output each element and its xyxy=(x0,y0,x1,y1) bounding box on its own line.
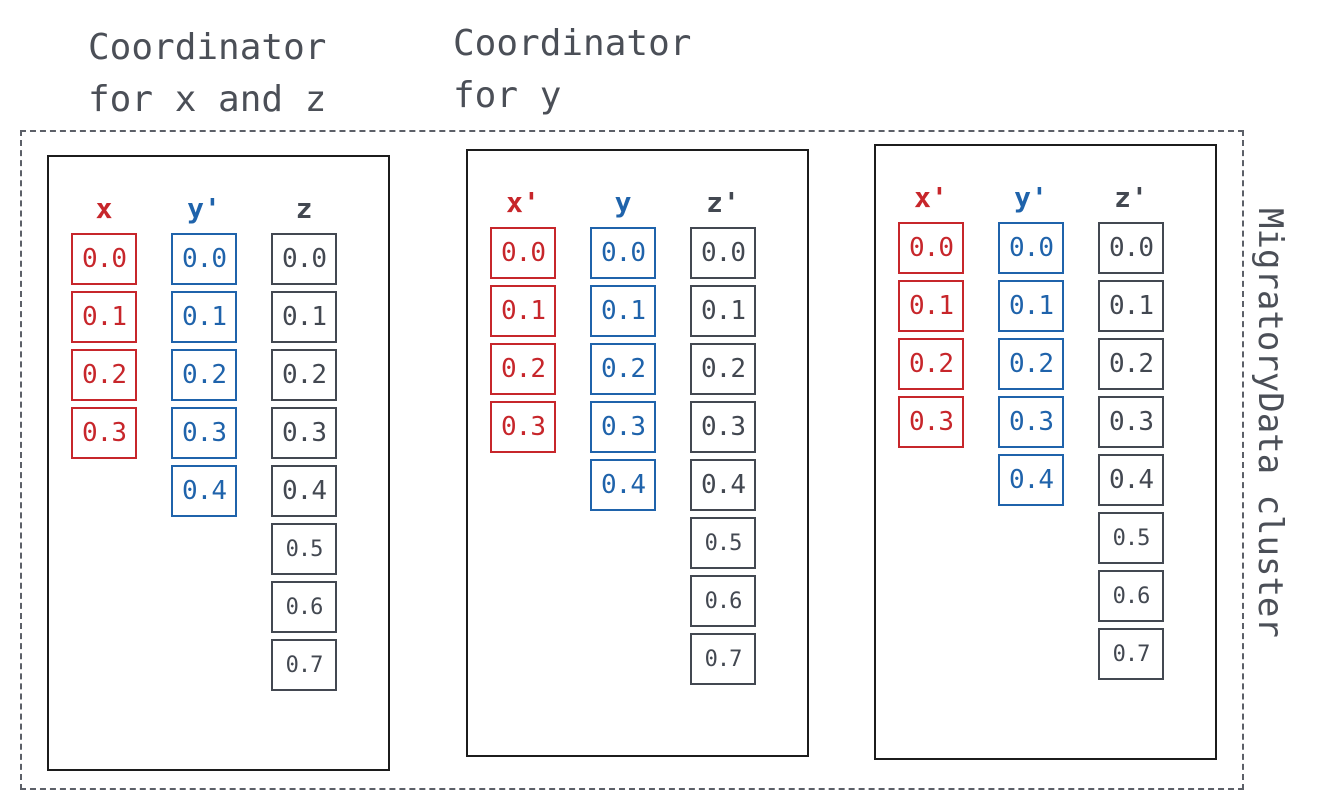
partition-cell: 0.2 xyxy=(1098,338,1164,390)
partition-cell: 0.1 xyxy=(898,280,964,332)
partition-cell: 0.4 xyxy=(271,465,337,517)
column-header: x xyxy=(95,192,113,225)
partition-cell: 0.1 xyxy=(490,285,556,337)
cluster-boundary xyxy=(20,130,1244,790)
subject-column-y: y 0.0 0.1 0.2 0.3 0.4 xyxy=(590,189,656,517)
subject-column-z: z' 0.0 0.1 0.2 0.3 0.4 0.5 0.6 0.7 xyxy=(690,189,756,691)
partition-cell: 0.6 xyxy=(271,581,337,633)
cluster-label: MigratoryData cluster xyxy=(1250,208,1290,638)
column-header: z' xyxy=(706,186,740,219)
subject-column-x: x 0.0 0.1 0.2 0.3 xyxy=(71,195,137,465)
partition-cell: 0.2 xyxy=(998,338,1064,390)
partition-cell: 0.5 xyxy=(690,517,756,569)
column-header: y xyxy=(614,186,632,219)
partition-cell: 0.0 xyxy=(898,222,964,274)
partition-cell: 0.1 xyxy=(690,285,756,337)
partition-cell: 0.4 xyxy=(171,465,237,517)
partition-cell: 0.3 xyxy=(1098,396,1164,448)
partition-cell: 0.5 xyxy=(1098,512,1164,564)
partition-cell: 0.2 xyxy=(71,349,137,401)
partition-cell: 0.1 xyxy=(271,291,337,343)
partition-cell: 0.4 xyxy=(998,454,1064,506)
partition-cell: 0.3 xyxy=(898,396,964,448)
subject-column-z: z 0.0 0.1 0.2 0.3 0.4 0.5 0.6 0.7 xyxy=(271,195,337,697)
column-header: x' xyxy=(914,181,948,214)
partition-cell: 0.6 xyxy=(690,575,756,627)
subject-column-z: z' 0.0 0.1 0.2 0.3 0.4 0.5 0.6 0.7 xyxy=(1098,184,1164,686)
partition-cell: 0.7 xyxy=(1098,628,1164,680)
column-header: x' xyxy=(506,186,540,219)
partition-cell: 0.3 xyxy=(490,401,556,453)
column-header: y' xyxy=(187,192,221,225)
column-header: y' xyxy=(1014,181,1048,214)
coordinator-label-y: Coordinator for y xyxy=(453,18,691,122)
partition-cell: 0.4 xyxy=(1098,454,1164,506)
partition-cell: 0.2 xyxy=(271,349,337,401)
partition-cell: 0.3 xyxy=(171,407,237,459)
partition-cell: 0.6 xyxy=(1098,570,1164,622)
column-header: z xyxy=(295,192,313,225)
partition-cell: 0.0 xyxy=(690,227,756,279)
partition-cell: 0.1 xyxy=(590,285,656,337)
cluster-node-3: x' 0.0 0.1 0.2 0.3 y' 0.0 0.1 0.2 0.3 0.… xyxy=(874,144,1217,760)
partition-cell: 0.3 xyxy=(690,401,756,453)
partition-cell: 0.0 xyxy=(490,227,556,279)
partition-cell: 0.3 xyxy=(590,401,656,453)
partition-cell: 0.0 xyxy=(271,233,337,285)
partition-cell: 0.2 xyxy=(690,343,756,395)
partition-cell: 0.2 xyxy=(898,338,964,390)
partition-cell: 0.4 xyxy=(590,459,656,511)
coordinator-label-line: Coordinator xyxy=(88,27,327,68)
coordinator-label-line: Coordinator xyxy=(453,23,692,64)
partition-cell: 0.0 xyxy=(71,233,137,285)
partition-cell: 0.7 xyxy=(690,633,756,685)
partition-cell: 0.7 xyxy=(271,639,337,691)
partition-cell: 0.1 xyxy=(998,280,1064,332)
cluster-node-2: x' 0.0 0.1 0.2 0.3 y 0.0 0.1 0.2 0.3 0.4… xyxy=(466,149,809,757)
column-header: z' xyxy=(1114,181,1148,214)
cluster-node-1: x 0.0 0.1 0.2 0.3 y' 0.0 0.1 0.2 0.3 0.4… xyxy=(47,155,390,771)
partition-cell: 0.1 xyxy=(171,291,237,343)
partition-cell: 0.5 xyxy=(271,523,337,575)
partition-cell: 0.2 xyxy=(590,343,656,395)
partition-cell: 0.0 xyxy=(590,227,656,279)
partition-cell: 0.1 xyxy=(71,291,137,343)
subject-column-x: x' 0.0 0.1 0.2 0.3 xyxy=(898,184,964,454)
subject-column-y: y' 0.0 0.1 0.2 0.3 0.4 xyxy=(171,195,237,523)
subject-column-x: x' 0.0 0.1 0.2 0.3 xyxy=(490,189,556,459)
partition-cell: 0.3 xyxy=(271,407,337,459)
partition-cell: 0.3 xyxy=(998,396,1064,448)
coordinator-label-x-z: Coordinator for x and z xyxy=(88,22,326,126)
partition-cell: 0.0 xyxy=(171,233,237,285)
partition-cell: 0.1 xyxy=(1098,280,1164,332)
partition-cell: 0.3 xyxy=(71,407,137,459)
partition-cell: 0.4 xyxy=(690,459,756,511)
subject-column-y: y' 0.0 0.1 0.2 0.3 0.4 xyxy=(998,184,1064,512)
coordinator-label-line: for x and z xyxy=(88,79,327,120)
partition-cell: 0.0 xyxy=(1098,222,1164,274)
partition-cell: 0.0 xyxy=(998,222,1064,274)
coordinator-label-line: for y xyxy=(453,75,562,116)
partition-cell: 0.2 xyxy=(171,349,237,401)
partition-cell: 0.2 xyxy=(490,343,556,395)
